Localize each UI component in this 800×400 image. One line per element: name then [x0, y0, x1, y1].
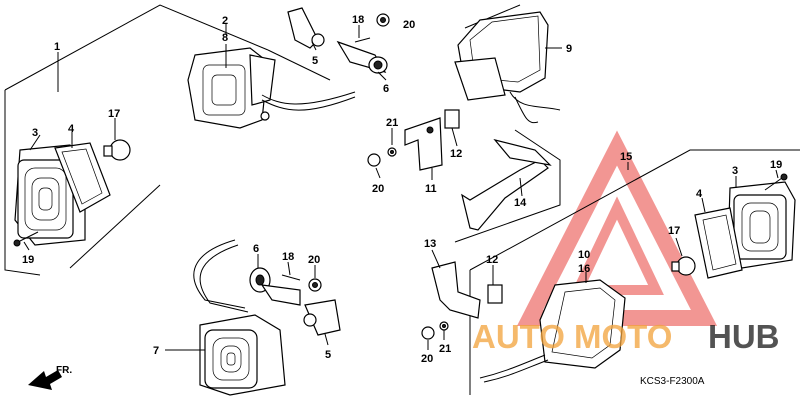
leader-lines — [23, 24, 779, 351]
group-frame-rear-right — [469, 149, 800, 395]
housing-left — [187, 47, 356, 129]
screw-left — [13, 231, 39, 247]
part-label-12-bottom: 12 — [486, 254, 498, 266]
watermark-auto: AUTO — [472, 318, 565, 355]
part-label-4-left: 4 — [68, 123, 75, 135]
part-label-18-bottom: 18 — [282, 251, 294, 263]
part-label-4-right: 4 — [696, 188, 703, 200]
group-frame-front-left — [4, 4, 331, 276]
part-label-21-mid: 21 — [386, 117, 398, 129]
part-labels: 1 2 3 3 4 4 5 5 6 6 7 8 9 10 11 12 12 13… — [22, 14, 782, 365]
clip-mid — [444, 109, 460, 129]
part-label-3-right: 3 — [732, 165, 738, 177]
part-label-2: 2 — [222, 15, 228, 27]
lamp-bottom — [199, 314, 286, 396]
grommet-top — [336, 37, 388, 74]
watermark-text: AUTO MOTO HUB — [472, 318, 780, 355]
part-label-9: 9 — [566, 43, 572, 55]
part-label-5-top: 5 — [312, 55, 318, 67]
part-label-5-bottom: 5 — [325, 349, 331, 361]
part-label-17-right: 17 — [668, 225, 680, 237]
part-label-14: 14 — [514, 197, 527, 209]
part-label-11: 11 — [425, 183, 437, 195]
screw-right — [764, 173, 788, 191]
hardware-mid — [367, 147, 397, 167]
part-label-21-bottom: 21 — [439, 343, 451, 355]
gasket-right — [694, 207, 743, 279]
housing-right-top — [454, 11, 561, 124]
housing-right-bottom — [479, 279, 626, 383]
part-label-20-lower: 20 — [421, 353, 433, 365]
part-label-12-mid: 12 — [450, 148, 462, 160]
part-label-6-bottom: 6 — [253, 243, 259, 255]
watermark-hub: HUB — [708, 318, 780, 355]
part-label-3-left: 3 — [32, 127, 38, 139]
part-label-1: 1 — [54, 41, 60, 53]
direction-arrow-icon — [28, 370, 62, 390]
watermark-moto: MOTO — [574, 318, 672, 355]
clip-bottom — [487, 284, 503, 304]
part-label-19-right: 19 — [770, 159, 782, 171]
part-label-20-bottom: 20 — [308, 254, 320, 266]
socket-top — [287, 7, 325, 49]
part-label-8: 8 — [222, 32, 228, 44]
direction-label: FR. — [56, 365, 72, 376]
bracket-11 — [404, 117, 443, 171]
part-label-19-left: 19 — [22, 254, 34, 266]
part-label-18-top: 18 — [352, 14, 364, 26]
group-frame-rear-mid — [454, 4, 561, 243]
bulb-left — [103, 139, 131, 161]
part-label-7: 7 — [153, 345, 159, 357]
gasket-left — [54, 142, 111, 213]
part-label-16: 16 — [578, 263, 590, 275]
part-label-17-left: 17 — [108, 108, 120, 120]
nut-top — [376, 13, 390, 27]
part-label-15: 15 — [620, 151, 632, 163]
part-label-20-mid: 20 — [372, 183, 384, 195]
diagram-code: KCS3-F2300A — [640, 376, 705, 387]
stay-14 — [461, 138, 552, 231]
part-label-20-top: 20 — [403, 19, 415, 31]
bracket-13 — [431, 261, 481, 319]
bulb-right — [671, 256, 696, 276]
part-label-10: 10 — [578, 249, 590, 261]
part-label-6-top: 6 — [383, 83, 389, 95]
part-label-13: 13 — [424, 238, 436, 250]
wire-bottom-left — [193, 239, 249, 313]
socket-bottom — [249, 267, 341, 336]
